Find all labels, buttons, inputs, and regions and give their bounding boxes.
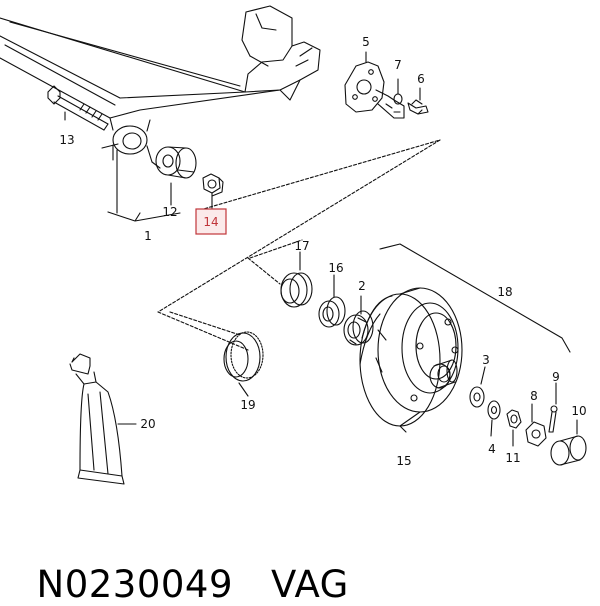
callout-7: 7	[394, 58, 402, 72]
callout-17: 17	[294, 239, 309, 253]
callout-15: 15	[396, 454, 411, 468]
callout-20: 20	[140, 417, 155, 431]
bracket-18	[379, 243, 571, 353]
callout-8: 8	[530, 389, 538, 403]
callout-3: 3	[482, 353, 490, 367]
callout-14: 14	[203, 215, 218, 229]
callout-1: 1	[144, 229, 152, 243]
washer-3	[469, 366, 486, 408]
callout-5: 5	[362, 35, 370, 49]
part-number: N0230049	[36, 563, 233, 606]
callout-4: 4	[488, 442, 496, 456]
grease-cap-10	[550, 419, 587, 466]
callout-13: 13	[59, 133, 74, 147]
callout-12: 12	[162, 205, 177, 219]
highlight-box-14	[195, 208, 227, 235]
abs-ring-19	[223, 331, 264, 397]
nut-4	[487, 400, 501, 437]
callout-19: 19	[240, 398, 255, 412]
cap-nut-8	[525, 403, 547, 447]
callout-2: 2	[358, 279, 366, 293]
brand-name: VAG	[271, 563, 349, 606]
bushing-12	[155, 146, 197, 179]
axle-beam	[0, 5, 321, 169]
nut-14	[202, 173, 224, 197]
assembly-dashed-line	[157, 139, 441, 351]
brake-drum-15	[359, 287, 463, 433]
grease-tube-20	[69, 353, 137, 485]
split-pin-9	[548, 382, 558, 433]
stub-axle-5	[344, 51, 405, 119]
seal-17	[280, 251, 313, 308]
callout-18: 18	[497, 285, 512, 299]
callout-6: 6	[417, 72, 425, 86]
callout-10: 10	[571, 404, 586, 418]
caption: N0230049 VAG	[12, 520, 349, 606]
bolt-13	[47, 85, 109, 131]
brace-1	[107, 149, 181, 222]
washer-7	[393, 78, 403, 105]
washer-11	[506, 409, 522, 447]
callout-16: 16	[328, 261, 343, 275]
bearing-16	[318, 274, 346, 328]
bearing-2	[343, 295, 374, 346]
callout-11: 11	[505, 451, 520, 465]
exploded-parts-diagram: 1 2 3 4 5 6 7 8 9 10 11 12 13 14 15 16 1…	[0, 5, 587, 485]
callout-9: 9	[552, 370, 560, 384]
bolt-6	[407, 87, 429, 115]
